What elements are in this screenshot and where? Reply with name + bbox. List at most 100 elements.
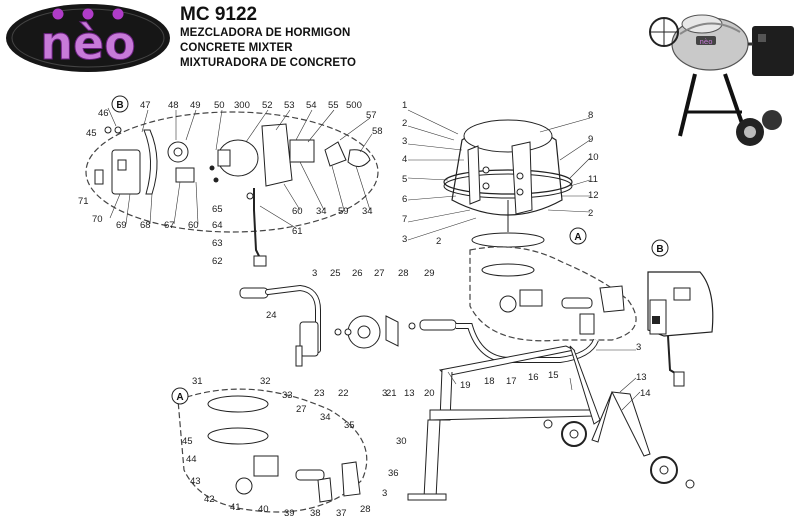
bearing-part [175, 167, 195, 183]
label-part-27: 27 [374, 268, 385, 279]
mixer-stand [407, 345, 695, 501]
label-part-2: 2 [402, 118, 407, 129]
label-part-21: 21 [386, 388, 397, 399]
label-part-34: 34 [362, 206, 373, 217]
label-part-45: 45 [86, 128, 97, 139]
label-part-27: 27 [296, 404, 307, 415]
logo-dot-2 [82, 8, 94, 20]
label-part-28: 28 [360, 504, 371, 515]
label-part-3: 3 [636, 342, 641, 353]
logo-oval [6, 4, 170, 72]
label-part-29: 29 [424, 268, 435, 279]
label-part-58: 58 [372, 126, 383, 137]
product-photo: nèo [640, 4, 798, 154]
svg-text:A: A [574, 232, 581, 243]
label-part-71: 71 [78, 196, 89, 207]
subassembly-b-outline [85, 111, 379, 233]
label-part-15: 15 [548, 370, 559, 381]
handle-grip-part [239, 287, 269, 299]
label-part-8: 8 [588, 110, 593, 121]
label-part-34: 34 [316, 206, 327, 217]
label-part-11: 11 [588, 174, 598, 185]
label-part-2: 2 [588, 208, 593, 219]
label-part-16: 16 [528, 372, 539, 383]
label-part-5: 5 [402, 174, 407, 185]
label-part-3: 3 [402, 136, 407, 147]
plug-part [253, 255, 267, 267]
label-part-70: 70 [92, 214, 103, 225]
title-english: CONCRETE MIXTER [180, 42, 293, 54]
label-part-44: 44 [186, 454, 197, 465]
label-part-53: 53 [284, 100, 295, 111]
label-part-37: 37 [336, 508, 347, 519]
label-part-62: 62 [212, 256, 223, 267]
label-part-69: 69 [116, 220, 127, 231]
label-part-3: 3 [382, 488, 387, 499]
label-part-13: 13 [404, 388, 415, 399]
logo-dot-3 [112, 8, 124, 20]
label-part-39: 39 [284, 508, 295, 519]
label-part-28: 28 [398, 268, 409, 279]
cover-part-58 [347, 149, 371, 167]
label-part-26: 26 [352, 268, 363, 279]
label-part-49: 49 [190, 100, 201, 111]
label-part-38: 38 [310, 508, 321, 519]
title-portuguese: MIXTURADORA DE CONCRETO [180, 57, 357, 69]
callout-a-bottomleft: A [171, 387, 189, 405]
drum-assembly [443, 119, 573, 248]
logo-text: nèo [40, 16, 136, 70]
shaft-part [419, 319, 457, 331]
cover-part-57 [324, 141, 347, 167]
label-part-47: 47 [140, 100, 151, 111]
label-part-34: 34 [320, 412, 331, 423]
label-part-57: 57 [366, 110, 377, 121]
label-part-31: 31 [192, 376, 203, 387]
label-part-22: 22 [338, 388, 349, 399]
belt-part [143, 129, 158, 195]
label-part-300: 300 [234, 100, 250, 111]
svg-text:B: B [656, 244, 663, 255]
label-part-9: 9 [588, 134, 593, 145]
label-part-65: 65 [212, 204, 223, 215]
label-part-55: 55 [328, 100, 339, 111]
label-part-25: 25 [330, 268, 341, 279]
leader-lines [107, 107, 641, 411]
label-part-17: 17 [506, 376, 517, 387]
label-part-24: 24 [266, 310, 277, 321]
switch-part [94, 169, 104, 185]
label-part-59: 59 [338, 206, 349, 217]
label-part-12: 12 [588, 190, 599, 201]
label-part-23: 23 [314, 388, 325, 399]
label-part-1: 1 [402, 100, 407, 111]
label-part-6: 6 [402, 194, 407, 205]
label-part-60: 60 [292, 206, 303, 217]
label-part-13: 13 [636, 372, 647, 383]
label-part-3: 3 [382, 388, 387, 399]
subassembly-a-outline [469, 246, 637, 342]
label-part-54: 54 [306, 100, 317, 111]
drum-blade-left [467, 145, 481, 205]
label-part-3: 3 [312, 268, 317, 279]
title-spanish: MEZCLADORA DE HORMIGON [180, 27, 351, 39]
model-number: MC 9122 [180, 4, 258, 25]
label-part-64: 64 [212, 220, 223, 231]
label-part-32: 32 [260, 376, 271, 387]
label-part-10: 10 [588, 152, 599, 163]
label-part-19: 19 [460, 380, 471, 391]
label-part-45: 45 [182, 436, 193, 447]
drum-ring-gear [443, 169, 573, 195]
brand-logo: nèo [4, 2, 172, 74]
capacitor-part [289, 139, 315, 163]
motor-cover-part [261, 123, 293, 187]
label-part-36: 36 [388, 468, 399, 479]
label-part-67: 67 [164, 220, 175, 231]
label-part-2: 2 [436, 236, 441, 247]
callout-b-topleft: B [111, 95, 129, 113]
label-part-41: 41 [230, 502, 241, 513]
label-part-43: 43 [190, 476, 201, 487]
svg-text:A: A [176, 392, 183, 403]
label-part-30: 30 [396, 436, 407, 447]
logo-dot-1 [52, 8, 64, 20]
